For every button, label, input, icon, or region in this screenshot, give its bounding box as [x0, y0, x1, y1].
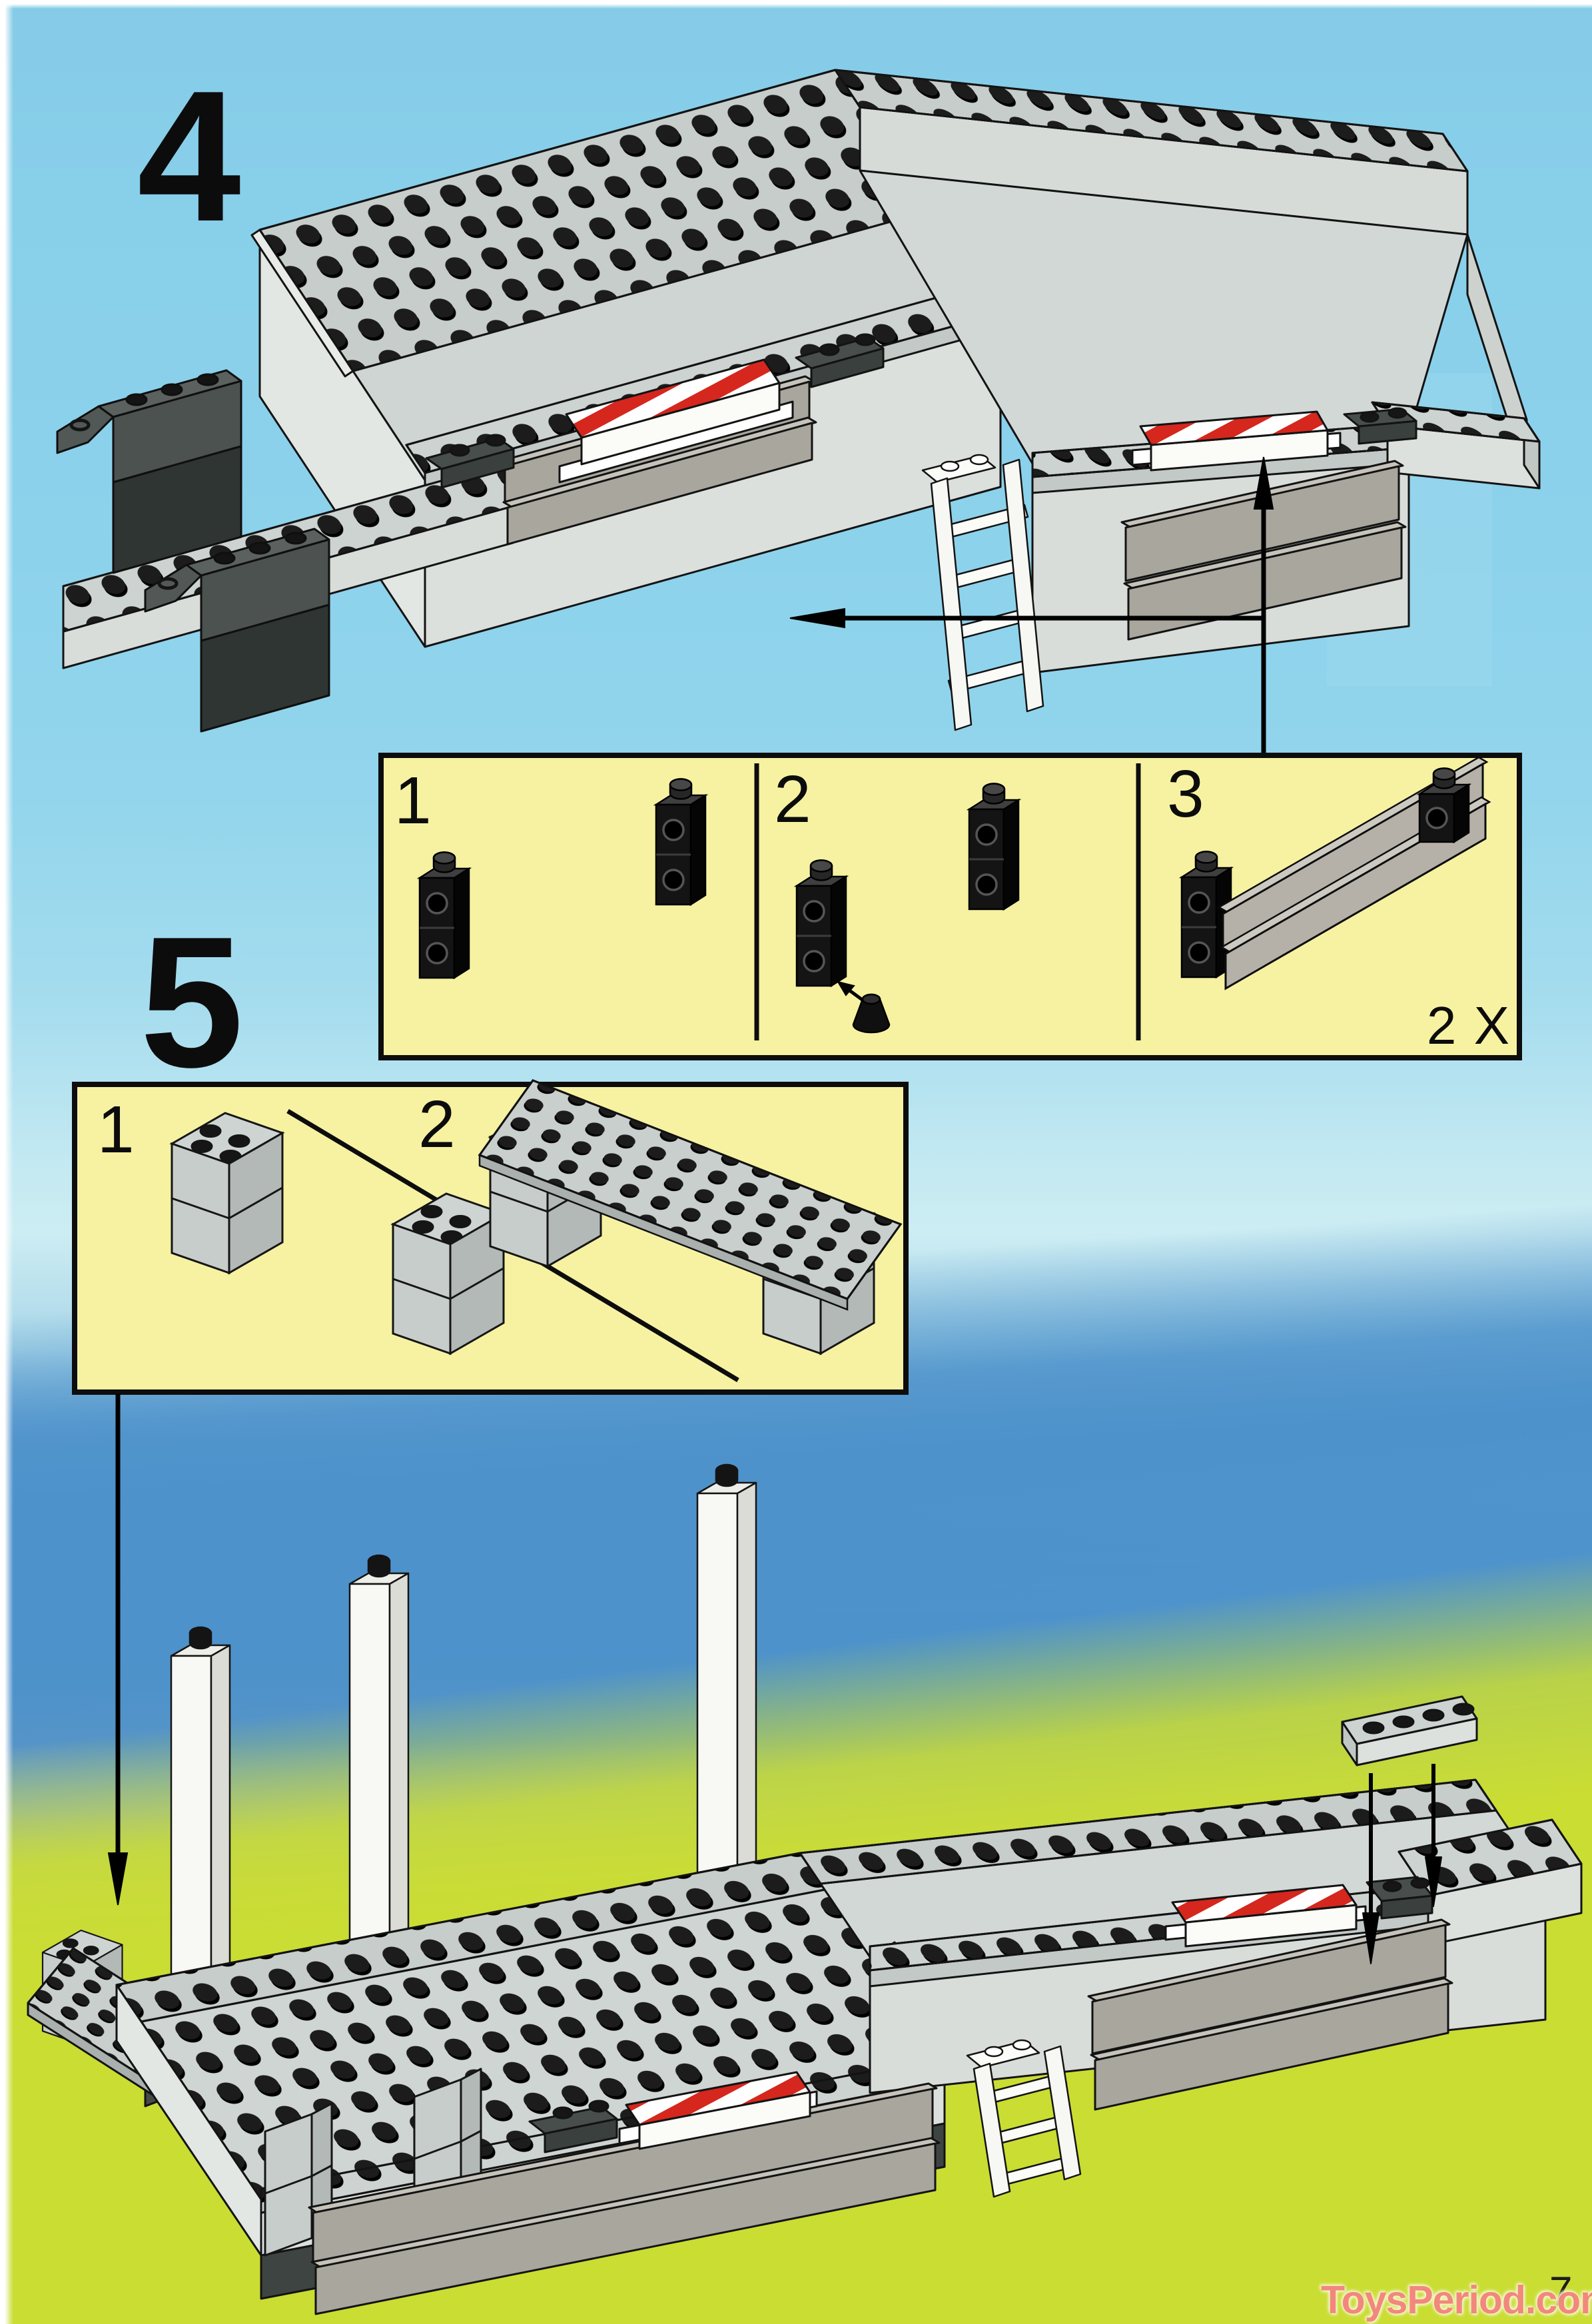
- hazard-stripe-tile: [618, 1884, 1367, 2150]
- quantity-label: 2 X: [1426, 996, 1511, 1055]
- ladder-piece: [921, 454, 1044, 731]
- part-gray-stack: [392, 1192, 505, 1355]
- part-rail-beams: [1180, 756, 1491, 990]
- part-gray-stack: [171, 1112, 284, 1274]
- part-bridge-assembly: [478, 1079, 903, 1355]
- box5-section1-number: 1: [97, 1092, 135, 1167]
- box4-section2-number: 2: [774, 762, 811, 837]
- part-black-cone: [836, 980, 891, 1034]
- parts-box-step4: [378, 753, 1522, 1060]
- step4-callout-arrow: [789, 456, 1274, 753]
- page-number: 7: [1549, 2269, 1573, 2315]
- dark-rail-brick: [528, 1876, 1433, 2153]
- ladder-piece: [966, 2039, 1082, 2198]
- floating-plate: [1341, 1695, 1478, 1766]
- placement-arrow: [1362, 1764, 1442, 1964]
- hazard-stripe-tile: [558, 358, 1342, 484]
- step5-assembly-diagram: [27, 1463, 1583, 2315]
- box4-section1-number: 1: [394, 763, 432, 838]
- step4-assembly-diagram: [57, 69, 1541, 731]
- step4-number: 4: [137, 53, 241, 260]
- step5-number: 5: [140, 899, 244, 1106]
- scan-edge-top: [0, 0, 1592, 9]
- box5-section2-number: 2: [418, 1087, 456, 1162]
- box4-section3-number: 3: [1167, 757, 1204, 831]
- antenna-pillar: [348, 1554, 410, 1968]
- step5-callout-arrow: [107, 1394, 129, 1906]
- buffer-brick: [57, 370, 241, 573]
- antenna-pillar: [696, 1463, 757, 1877]
- studded-back-row: [834, 69, 1469, 173]
- dark-rail-brick: [425, 333, 1417, 489]
- scan-edge-left: [0, 0, 13, 2324]
- parts-box-step5: [72, 1079, 909, 1395]
- watermark: ToysPeriod.com: [1321, 2278, 1592, 2322]
- right-end-brick: [1371, 401, 1541, 490]
